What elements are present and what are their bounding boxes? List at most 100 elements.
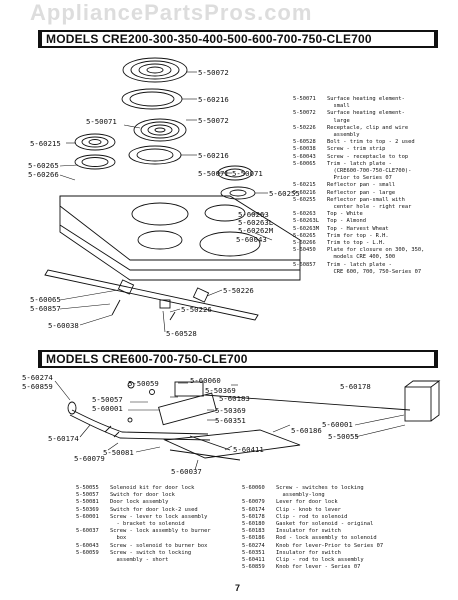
legend-row: 5-60263L Top - Almond — [293, 218, 453, 225]
part-number: 5-60079 — [242, 499, 265, 506]
part-description: Lever for door lock — [276, 499, 338, 506]
part-description: Top - Almond — [327, 218, 366, 225]
part-description: Gasket for solenoid - original — [276, 521, 374, 528]
part-description: Insulator for switch — [276, 549, 341, 556]
callout-label: 5-60038 — [48, 321, 79, 330]
part-description: Screw - receptacle to top — [327, 153, 409, 160]
part-number: 5-60265 — [293, 232, 316, 239]
callout-label: 5-60857 — [30, 304, 61, 313]
legend-row: 5-60180 Gasket for solenoid - original — [242, 521, 412, 528]
door-lock-callouts: 5-60274 5-60859 5-50059 5-60060 5-50369 … — [22, 373, 371, 476]
part-description: Screw - switches to locking assembly-lon… — [276, 485, 364, 499]
part-number: 5-60263M — [293, 225, 319, 232]
part-description: Trim for top - R.H. — [327, 232, 389, 239]
legend-row: 5-60038 Screw - trim strip — [293, 146, 453, 153]
cooktop-callouts: 5-50072 5-60216 5-50071 5-50072 5-60215 … — [28, 68, 300, 338]
part-description: Reflector pan - large — [327, 189, 396, 196]
part-description: Trim to top - L.H. — [327, 240, 386, 247]
part-description: Screw - trim strip — [327, 146, 386, 153]
callout-label: 5-60859 — [22, 382, 53, 391]
section-title-door-lock: MODELS CRE600-700-750-CLE700 — [38, 350, 438, 368]
callout-label: 5-60001 — [92, 404, 123, 413]
part-description: Switch for door lock — [110, 492, 175, 499]
legend-row: 5-50057 Switch for door lock — [76, 492, 241, 499]
part-description: Trim - latch plate - CRE 600, 700, 750-S… — [327, 261, 422, 275]
callout-label: 5-60351 — [215, 416, 246, 425]
callout-label: 5-60037 — [171, 467, 202, 476]
part-description: Switch for door lock-2 used — [110, 506, 198, 513]
large-heating-element-drawing — [122, 57, 188, 83]
part-number: 5-60065 — [293, 160, 316, 167]
legend-row: 5-60528 Bolt - trim to top - 2 used — [293, 139, 453, 146]
part-description: Rod - lock assembly to solenoid — [276, 535, 377, 542]
part-description: Solenoid kit for door lock — [110, 485, 195, 491]
part-description: Screw - lock assembly to burner box — [110, 528, 211, 542]
callout-label: 5-60216 — [198, 95, 229, 104]
part-number: 5-60528 — [293, 139, 316, 146]
part-number: 5-60059 — [76, 549, 99, 556]
part-number: 5-60180 — [242, 521, 265, 528]
part-number: 5-50072 — [293, 110, 316, 117]
callout-label: 5-60216 — [198, 151, 229, 160]
part-number: 5-60859 — [242, 564, 265, 571]
callout-label: 5-50071 — [232, 169, 263, 178]
part-description: Door lock assembly — [110, 499, 169, 506]
page-number: 7 — [235, 583, 241, 593]
door-lock-assembly-drawing — [67, 380, 441, 461]
callout-label: 5-60178 — [340, 382, 371, 391]
part-description: Surface heating element- large — [327, 110, 405, 124]
callout-label: 5-60174 — [48, 434, 79, 443]
part-number: 5-60038 — [293, 146, 316, 153]
part-number: 5-60411 — [242, 557, 265, 564]
part-number: 5-60215 — [293, 182, 316, 189]
legend-row: 5-60060 Screw - switches to locking assem… — [242, 485, 412, 499]
part-number: 5-60060 — [242, 485, 265, 491]
large-reflector-pan-drawing — [121, 88, 183, 110]
part-number: 5-60263L — [293, 218, 319, 225]
part-description: Bolt - trim to top - 2 used — [327, 139, 415, 146]
callout-label: 5-60255 — [269, 189, 300, 198]
part-description: Screw - switch to locking assembly - sho… — [110, 549, 192, 564]
part-number: 5-50057 — [76, 492, 99, 499]
legend-row: 5-60065 Trim - latch plate - (CRE600-700-… — [293, 161, 453, 183]
callout-label: 5-60065 — [30, 295, 61, 304]
part-number: 5-50081 — [76, 499, 99, 506]
callout-label: 5-60060 — [190, 376, 221, 385]
part-number: 5-60186 — [242, 535, 265, 542]
callout-label: 5-60263L — [238, 218, 274, 227]
part-description: Trim - latch plate - (CRE600-700-750-CLE… — [327, 160, 412, 182]
callout-label: 5-60001 — [322, 420, 353, 429]
cooktop-drawing — [59, 195, 301, 281]
legend-row: 5-60079 Lever for door lock — [242, 499, 412, 506]
part-number: 5-50071 — [293, 96, 316, 102]
part-number: 5-60266 — [293, 240, 316, 247]
part-number: 5-60274 — [242, 542, 265, 549]
callout-label: 5-60263 — [238, 210, 269, 219]
callout-label: 5-60274 — [22, 373, 53, 382]
part-description: Knob for lever - Series 07 — [276, 564, 361, 571]
legend-row: 5-60859 Knob for lever - Series 07 — [242, 564, 412, 571]
callout-label: 5-50071 — [86, 117, 117, 126]
part-description: Top - White — [327, 211, 363, 218]
legend-row: 5-60265 Trim for top - R.H. — [293, 233, 453, 240]
callout-label: 5-60266 — [28, 170, 59, 179]
part-number: 5-60450 — [293, 247, 316, 254]
watermark: AppliancePartsPros.com — [30, 0, 313, 25]
part-number: 5-60857 — [293, 261, 316, 268]
part-description: Clip - knob to lever — [276, 506, 341, 513]
